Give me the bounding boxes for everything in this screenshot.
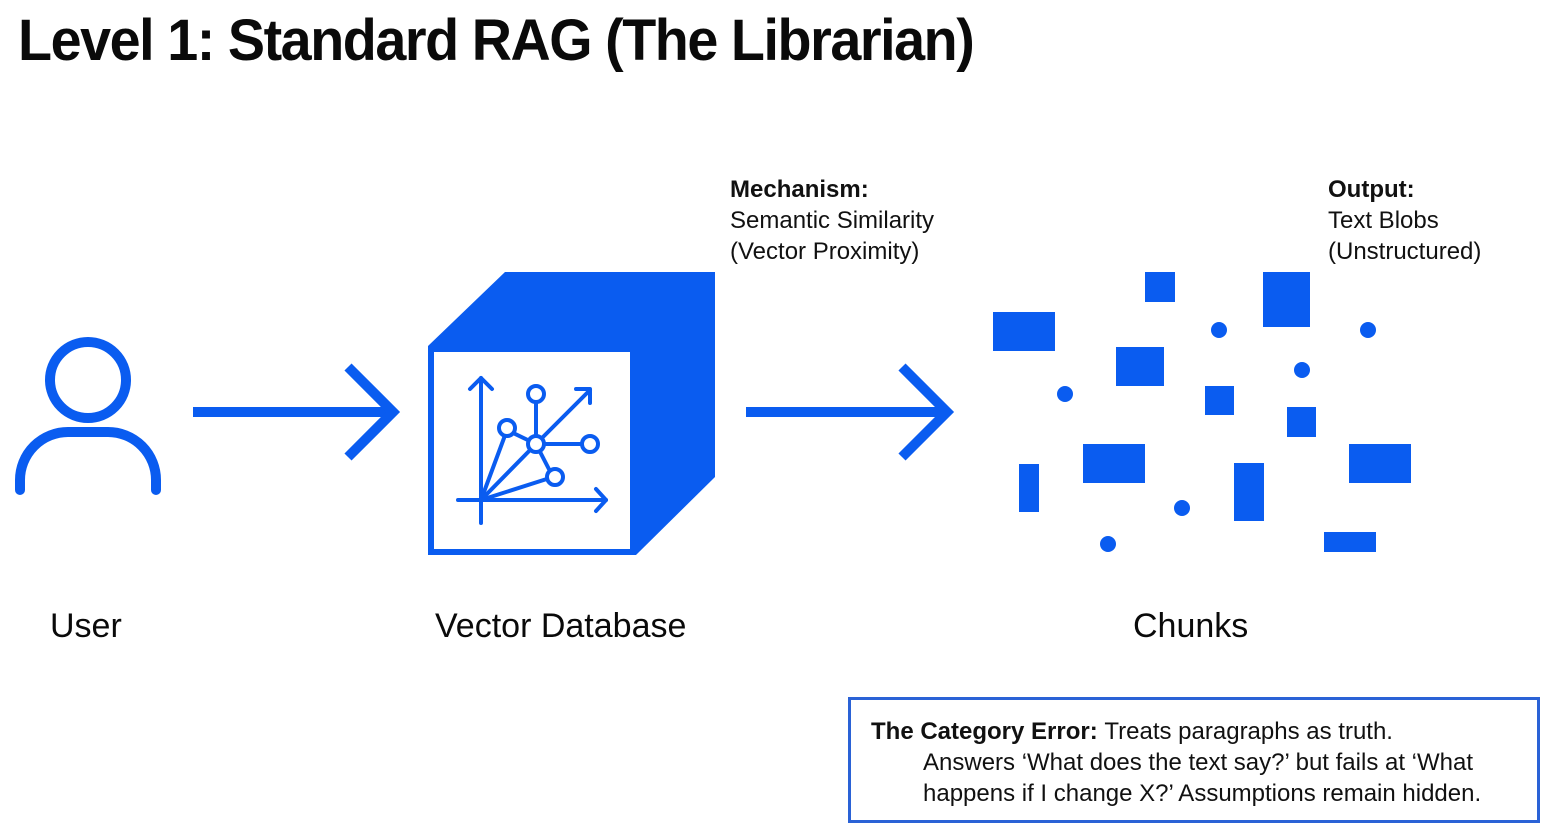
mechanism-line-1: Semantic Similarity: [730, 207, 935, 234]
chunk-block: [1287, 407, 1316, 437]
node-label-user: User: [50, 607, 122, 645]
page-title: Level 1: Standard RAG (The Librarian): [18, 8, 975, 73]
chunk-block: [1019, 464, 1039, 512]
chunk-block: [1234, 463, 1264, 521]
node-label-chunks: Chunks: [1133, 607, 1249, 645]
output-heading: Output:: [1328, 176, 1415, 203]
chunk-block: [1263, 272, 1310, 327]
node-label-vector-database: Vector Database: [435, 607, 687, 645]
user-icon: [15, 337, 161, 495]
chunk-block: [1324, 532, 1376, 552]
chunk-dot: [1100, 536, 1116, 552]
chunk-dot: [1174, 500, 1190, 516]
chunk-dot: [1211, 322, 1227, 338]
vector-database-cube-icon: [428, 272, 715, 555]
callout-line-2: Answers ‘What does the text say?’ but fa…: [923, 749, 1474, 776]
vector-graph-icon: [456, 376, 608, 525]
output-annotation: Output: Text Blobs (Unstructured): [1328, 174, 1481, 267]
output-line-2: (Unstructured): [1328, 238, 1482, 265]
chunk-block: [1116, 347, 1164, 386]
chunk-dot: [1294, 362, 1310, 378]
mechanism-line-2: (Vector Proximity): [730, 238, 920, 265]
scattered-chunks-icon: [993, 272, 1411, 552]
callout-line-1: Treats paragraphs as truth.: [1104, 718, 1393, 745]
callout-heading: The Category Error:: [871, 718, 1105, 745]
mechanism-annotation: Mechanism: Semantic Similarity (Vector P…: [730, 174, 934, 267]
output-line-1: Text Blobs: [1328, 207, 1439, 234]
chunk-dot: [1360, 322, 1376, 338]
callout-line-3: happens if I change X?’ Assumptions rema…: [923, 780, 1482, 807]
category-error-callout: The Category Error: Treats paragraphs as…: [848, 697, 1540, 823]
chunk-block: [1349, 444, 1411, 483]
chunk-block: [1205, 386, 1234, 415]
chunk-block: [1145, 272, 1175, 302]
mechanism-heading: Mechanism:: [730, 176, 869, 203]
chunk-block: [993, 312, 1055, 351]
chunk-block: [1083, 444, 1145, 483]
arrow-right-icon: [193, 363, 401, 461]
arrow-right-icon: [746, 363, 955, 461]
chunk-dot: [1057, 386, 1073, 402]
